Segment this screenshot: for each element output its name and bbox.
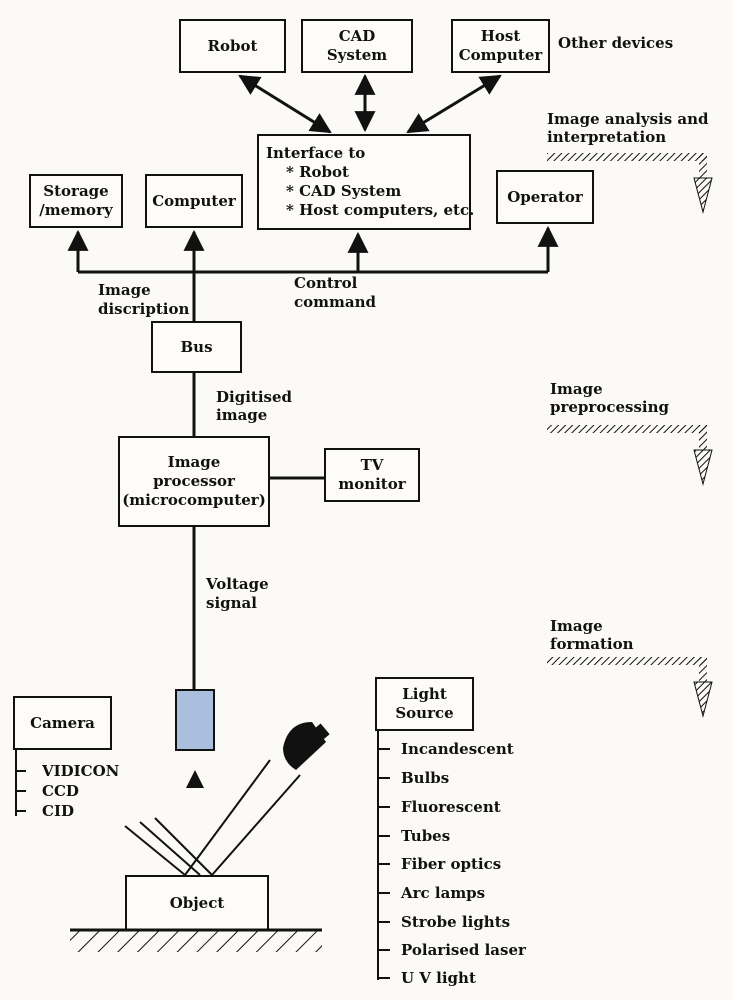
host-computer-label: Host Computer	[452, 20, 549, 72]
object-text: Object	[169, 893, 225, 912]
other-devices-label: Other devices	[558, 34, 674, 52]
analysis-stage-line2: interpretation	[547, 128, 667, 146]
storage-text-line2: /memory	[39, 201, 113, 219]
cad-system-label: CAD System	[302, 20, 412, 72]
light-type-bulbs: Bulbs	[401, 769, 450, 787]
preprocessing-stage-line2: preprocessing	[550, 398, 669, 416]
digitised-image-line2: image	[216, 406, 268, 424]
light-type-fluorescent: Fluorescent	[401, 798, 501, 816]
control-command-line1: Control	[294, 274, 358, 292]
light-type-tubes: Tubes	[401, 827, 451, 845]
light-type-fiber-optics: Fiber optics	[401, 855, 502, 873]
object-label: Object	[126, 876, 268, 930]
operator-box	[496, 170, 594, 224]
voltage-signal-line2: signal	[206, 594, 257, 612]
ground-hatch	[70, 930, 322, 952]
light-type-uv-light: U V light	[401, 969, 476, 987]
bus-label: Bus	[152, 322, 241, 372]
interface-box	[257, 134, 471, 230]
formation-stage-line1: Image	[550, 617, 603, 635]
analysis-stage-arrow	[547, 153, 713, 214]
processor-text-line2: processor	[153, 472, 235, 490]
cad-text-line2: System	[326, 46, 388, 64]
light-type-strobe-lights: Strobe lights	[401, 913, 511, 931]
light-text-line1: Light	[402, 685, 447, 703]
robot-text: Robot	[207, 36, 258, 55]
processor-text-line3: (microcomputer)	[122, 491, 266, 509]
computer-label: Computer	[146, 175, 242, 227]
host-text-line1: Host	[480, 27, 521, 45]
interface-line4: * Host computers, etc.	[286, 201, 475, 219]
cad-system-box	[301, 19, 413, 73]
preprocessing-stage-line1: Image	[550, 380, 603, 398]
light-type-polarised-laser: Polarised laser	[401, 941, 526, 959]
control-command-line2: command	[294, 293, 376, 311]
robot-box	[179, 19, 286, 73]
voltage-signal-line1: Voltage	[206, 575, 269, 593]
camera-box	[13, 696, 112, 750]
interface-line3: * CAD System	[286, 182, 402, 200]
bus-box	[151, 321, 242, 373]
interface-line2: * Robot	[286, 163, 349, 181]
computer-text: Computer	[152, 191, 236, 210]
computer-box	[145, 174, 243, 228]
image-processor-label: Image processor (microcomputer)	[119, 437, 269, 526]
light-type-incandescent: Incandescent	[401, 740, 514, 758]
light-source-label: Light Source	[376, 678, 473, 730]
camera-label: Camera	[14, 697, 111, 749]
light-beam	[184, 759, 271, 876]
camera-type-vidicon: VIDICON	[42, 762, 120, 780]
reflected-beam	[124, 825, 186, 876]
robot-arrow	[238, 74, 332, 134]
host-text-line2: Computer	[458, 46, 543, 64]
light-source-box	[375, 677, 474, 731]
object-box	[125, 875, 269, 931]
formation-stage-arrow	[547, 657, 713, 718]
host-arrow	[406, 74, 502, 134]
image-discription-line2: discription	[98, 300, 190, 318]
operator-label: Operator	[497, 171, 593, 223]
preprocessing-stage-arrow	[547, 425, 713, 486]
camera-type-cid: CID	[42, 802, 74, 820]
storage-label: Storage /memory	[30, 175, 122, 227]
tv-monitor-label: TV monitor	[325, 449, 419, 501]
lamp-icon	[283, 722, 330, 770]
camera-type-ccd: CCD	[42, 782, 79, 800]
sensor-pointer	[186, 770, 204, 788]
image-discription-line1: Image	[98, 281, 151, 299]
light-beam	[211, 774, 301, 876]
reflected-beam	[154, 817, 213, 876]
tv-text-line1: TV	[360, 456, 384, 474]
storage-text-line1: Storage	[43, 182, 109, 200]
light-type-arc-lamps: Arc lamps	[401, 884, 486, 902]
cad-text-line1: CAD	[338, 27, 376, 45]
formation-stage-line2: formation	[550, 635, 634, 653]
camera-sensor	[175, 689, 215, 751]
digitised-image-line1: Digitised	[216, 388, 292, 406]
analysis-stage-line1: Image analysis and	[547, 110, 709, 128]
interface-line1: Interface to	[266, 144, 366, 162]
host-computer-box	[451, 19, 550, 73]
tv-monitor-box	[324, 448, 420, 502]
operator-text: Operator	[507, 187, 583, 206]
camera-text: Camera	[30, 713, 95, 732]
bus-text: Bus	[180, 337, 213, 356]
reflected-beam	[139, 821, 201, 876]
tv-text-line2: monitor	[338, 475, 406, 493]
storage-box	[29, 174, 123, 228]
robot-label: Robot	[180, 20, 285, 72]
image-processor-box	[118, 436, 270, 527]
light-text-line2: Source	[395, 704, 454, 722]
processor-text-line1: Image	[167, 453, 221, 471]
